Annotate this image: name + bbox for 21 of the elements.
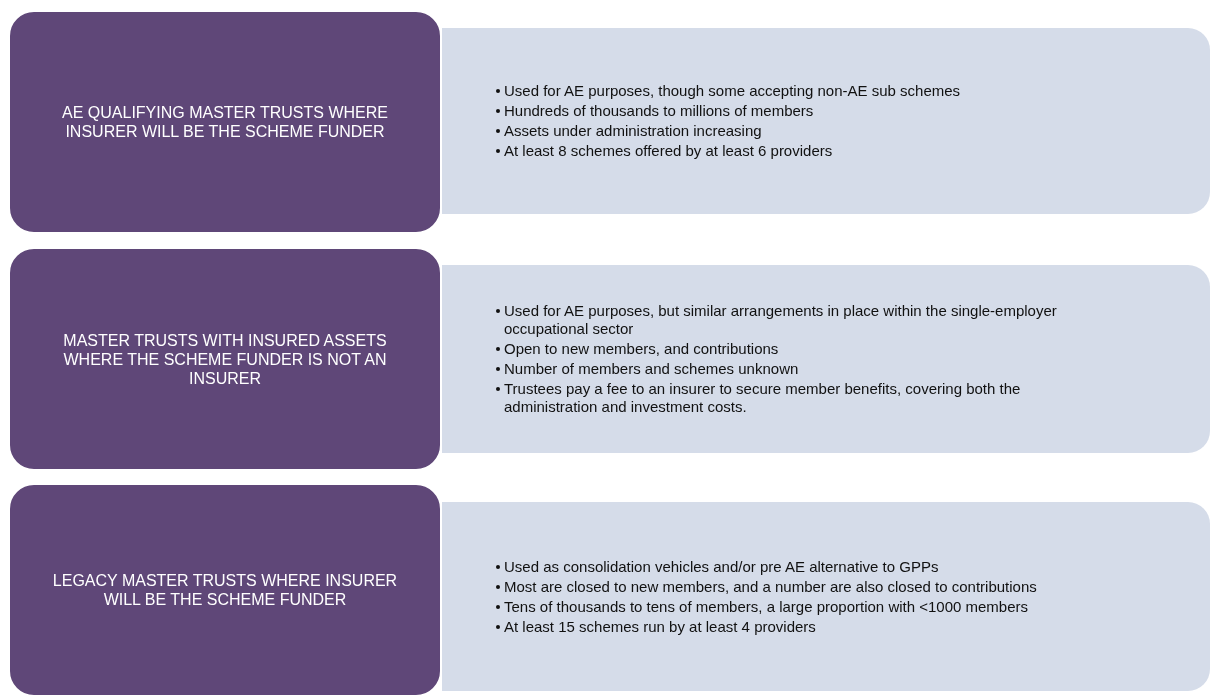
- bullet-point: Tens of thousands to tens of members, a large proportion with <1000 members: [504, 597, 1029, 615]
- category-title: MASTER TRUSTS WITH INSURED ASSETS WHERE THE SCHEME FUNDER IS NOT AN INSURER: [62, 330, 388, 388]
- category-title: AE QUALIFYING MASTER TRUSTS WHERE INSURER WILL BE THE SCHEME FUNDER: [61, 103, 389, 141]
- bullet-point: Used for AE purposes, but similar arrangements in place within the single-employer occupational sector: [504, 302, 1057, 337]
- bullet-point: Assets under administration increasing: [504, 122, 762, 139]
- bullet-point: Hundreds of thousands to millions of members: [504, 102, 814, 119]
- bullet-point: Used for AE purposes, though some accepting non-AE sub schemes: [504, 82, 961, 99]
- bullet-point: Number of members and schemes unknown: [504, 360, 799, 377]
- category-box: [8, 10, 442, 234]
- category-title: LEGACY MASTER TRUSTS WHERE INSURER WILL BE THE SCHEME FUNDER: [51, 571, 399, 609]
- category-box: [8, 483, 442, 697]
- category-box: [8, 247, 442, 471]
- description-panel: [442, 502, 1210, 691]
- bullet-point: Trustees pay a fee to an insurer to secure member benefits, covering both the administration and investment costs.: [504, 380, 1021, 415]
- bullet-point: At least 15 schemes run by at least 4 providers: [504, 617, 816, 635]
- bullet-point: Open to new members, and contributions: [504, 340, 779, 357]
- description-panel: [442, 265, 1210, 453]
- bullet-point: Most are closed to new members, and a number are also closed to contributions: [504, 577, 1037, 595]
- bullet-point: Used as consolidation vehicles and/or pre AE alternative to GPPs: [504, 557, 939, 575]
- description-panel: [442, 28, 1210, 214]
- bullet-point: At least 8 schemes offered by at least 6 providers: [504, 142, 833, 159]
